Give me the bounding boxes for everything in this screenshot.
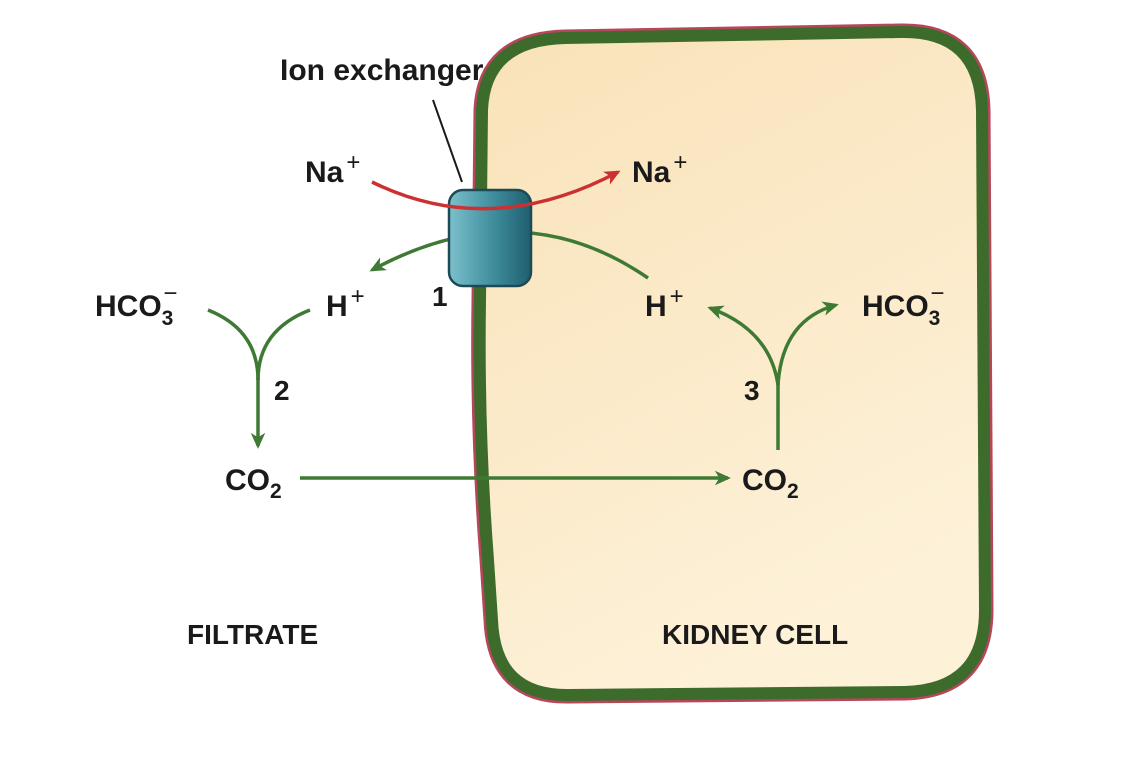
co2-right-subscript: 2: [787, 480, 799, 503]
step-3-label: 3: [744, 375, 760, 406]
reaction2-hco3-branch: [207, 308, 260, 381]
hco3-right-subscript: 3: [929, 307, 941, 330]
kidney-cell-body: [473, 25, 992, 702]
co2-filtrate-label: CO2: [225, 464, 282, 503]
h-left-charge: +: [351, 283, 365, 310]
h-right-base: H: [645, 290, 667, 323]
ion-exchanger-label: Ion exchanger: [280, 54, 484, 87]
filtrate-region-label: FILTRATE: [187, 619, 318, 650]
reaction3-to-hco3-arrow: [776, 301, 839, 386]
ion-exchanger-protein: [447, 188, 533, 288]
h-left-base: H: [326, 290, 348, 323]
na-right-base: Na: [632, 156, 671, 189]
bicarbonate-filtrate-label: HCO3−: [95, 280, 177, 330]
kidney-cell-region-label: KIDNEY CELL: [662, 619, 848, 650]
reaction2-h-branch: [256, 308, 311, 381]
na-plus-cell-label: Na+: [632, 149, 687, 189]
step-1-label: 1: [432, 281, 448, 312]
co2-left-base: CO: [225, 464, 270, 497]
h-plus-filtrate-label: H+: [326, 283, 365, 323]
co2-right-base: CO: [742, 464, 787, 497]
na-plus-filtrate-label: Na+: [305, 149, 360, 189]
na-right-charge: +: [673, 149, 687, 176]
co2-cell-label: CO2: [742, 464, 799, 503]
na-left-charge: +: [346, 149, 360, 176]
hco3-right-base: HCO: [862, 290, 929, 323]
h-right-charge: +: [670, 283, 684, 310]
hco3-left-charge: −: [163, 280, 177, 307]
h-plus-cell-label: H+: [645, 283, 684, 323]
co2-left-subscript: 2: [270, 480, 282, 503]
na-plus-influx-arrow: [371, 170, 621, 211]
reaction3-to-h-arrow: [707, 305, 780, 386]
na-left-base: Na: [305, 156, 344, 189]
hco3-left-base: HCO: [95, 290, 162, 323]
bicarbonate-cell-label: HCO3−: [862, 280, 944, 330]
hco3-left-subscript: 3: [162, 307, 174, 330]
ion-exchanger-pointer: [432, 99, 463, 183]
hco3-right-charge: −: [930, 280, 944, 307]
step-2-label: 2: [274, 375, 290, 406]
